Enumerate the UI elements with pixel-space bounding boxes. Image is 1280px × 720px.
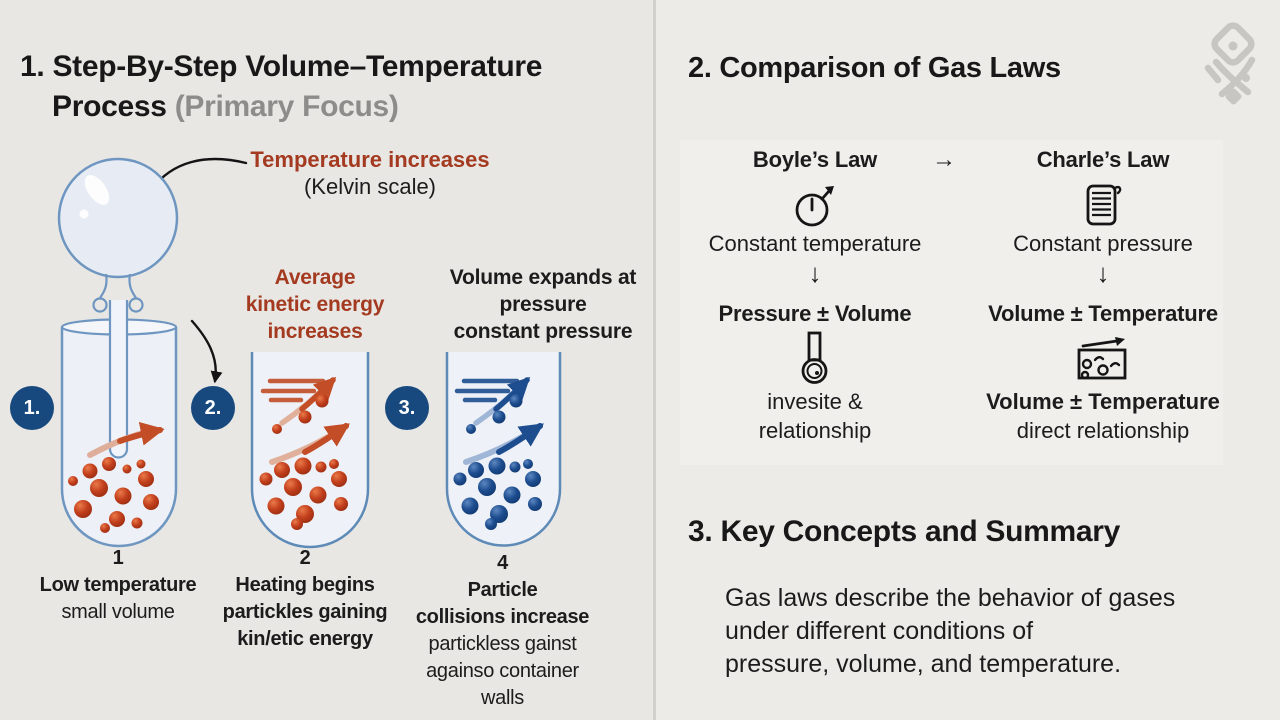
- charles-law-column: Charle’s Law Constant pressure ↓ Volume …: [978, 140, 1228, 465]
- section1-title-suffix: (Primary Focus): [174, 90, 399, 123]
- diamond-logo-watermark: [1204, 22, 1256, 105]
- down-arrow: ↓: [1096, 258, 1110, 288]
- annotation-volume: Volume expands at pressure constant pres…: [449, 266, 637, 343]
- red-particles: [259, 394, 348, 530]
- thermometer-icon: [690, 330, 940, 386]
- law-relation: Pressure ± Volume: [718, 301, 912, 326]
- section1-title-line1: 1. Step-By-Step Volume–Temperature: [20, 50, 543, 83]
- red-particles: [68, 457, 159, 533]
- section1-title-line2: Process (Primary Focus): [52, 90, 399, 123]
- test-tube-2: [250, 352, 370, 549]
- annotation-kinetic: Average kinetic energy increases: [245, 266, 385, 343]
- step-badge-3: 3.: [385, 386, 429, 430]
- vertical-divider: [653, 0, 656, 720]
- law-name: Boyle’s Law: [752, 147, 878, 172]
- flask-neck-tube: [108, 300, 129, 459]
- test-tube-3: [445, 352, 562, 547]
- dial-gauge-icon: [690, 180, 940, 228]
- flow-arrow: →: [932, 146, 956, 173]
- blue-particles: [453, 394, 542, 530]
- down-arrow: ↓: [808, 258, 822, 288]
- comparison-panel: [680, 140, 1223, 465]
- tube1-contents: [68, 421, 165, 533]
- law-result-line2: relationship: [758, 418, 872, 443]
- law-relation: Volume ± Temperature: [988, 301, 1218, 326]
- arrow-to-step2: [190, 319, 223, 384]
- law-result-line2: direct relationship: [1016, 418, 1190, 443]
- heat-arrow: [117, 421, 165, 446]
- law-condition: Constant temperature: [708, 231, 922, 256]
- section3-body: Gas laws describe the behavior of gases …: [725, 584, 1176, 678]
- law-result-line1: invesite &: [767, 389, 863, 414]
- section2-title: 2. Comparison of Gas Laws: [688, 52, 1061, 84]
- step2-caption: 2 Heating begins partickles gaining kin/…: [222, 547, 388, 650]
- law-condition: Constant pressure: [1013, 231, 1193, 256]
- step-badge-1: 1.: [10, 386, 54, 430]
- section1-title: 1. Step-By-Step Volume–Temperature Proce…: [20, 47, 542, 127]
- step3-caption: 4 Particle collisions increase partickle…: [415, 552, 590, 709]
- law-name: Charle’s Law: [1036, 147, 1170, 172]
- flask-balloon: [57, 157, 179, 459]
- gas-particles-box-icon: [978, 334, 1228, 382]
- law-result-line1: Volume ± Temperature: [986, 389, 1220, 414]
- notepad-icon: [978, 178, 1228, 232]
- boyles-law-column: Boyle’s Law Constant temperature ↓ Press…: [690, 140, 940, 465]
- step-badge-2: 2.: [191, 386, 235, 430]
- section3-title: 3. Key Concepts and Summary: [688, 515, 1121, 548]
- step1-caption: 1 Low temperature small volume: [39, 547, 197, 623]
- volume-temperature-illustration: [57, 157, 562, 549]
- annotation-temperature: Temperature increases (Kelvin scale): [250, 147, 490, 199]
